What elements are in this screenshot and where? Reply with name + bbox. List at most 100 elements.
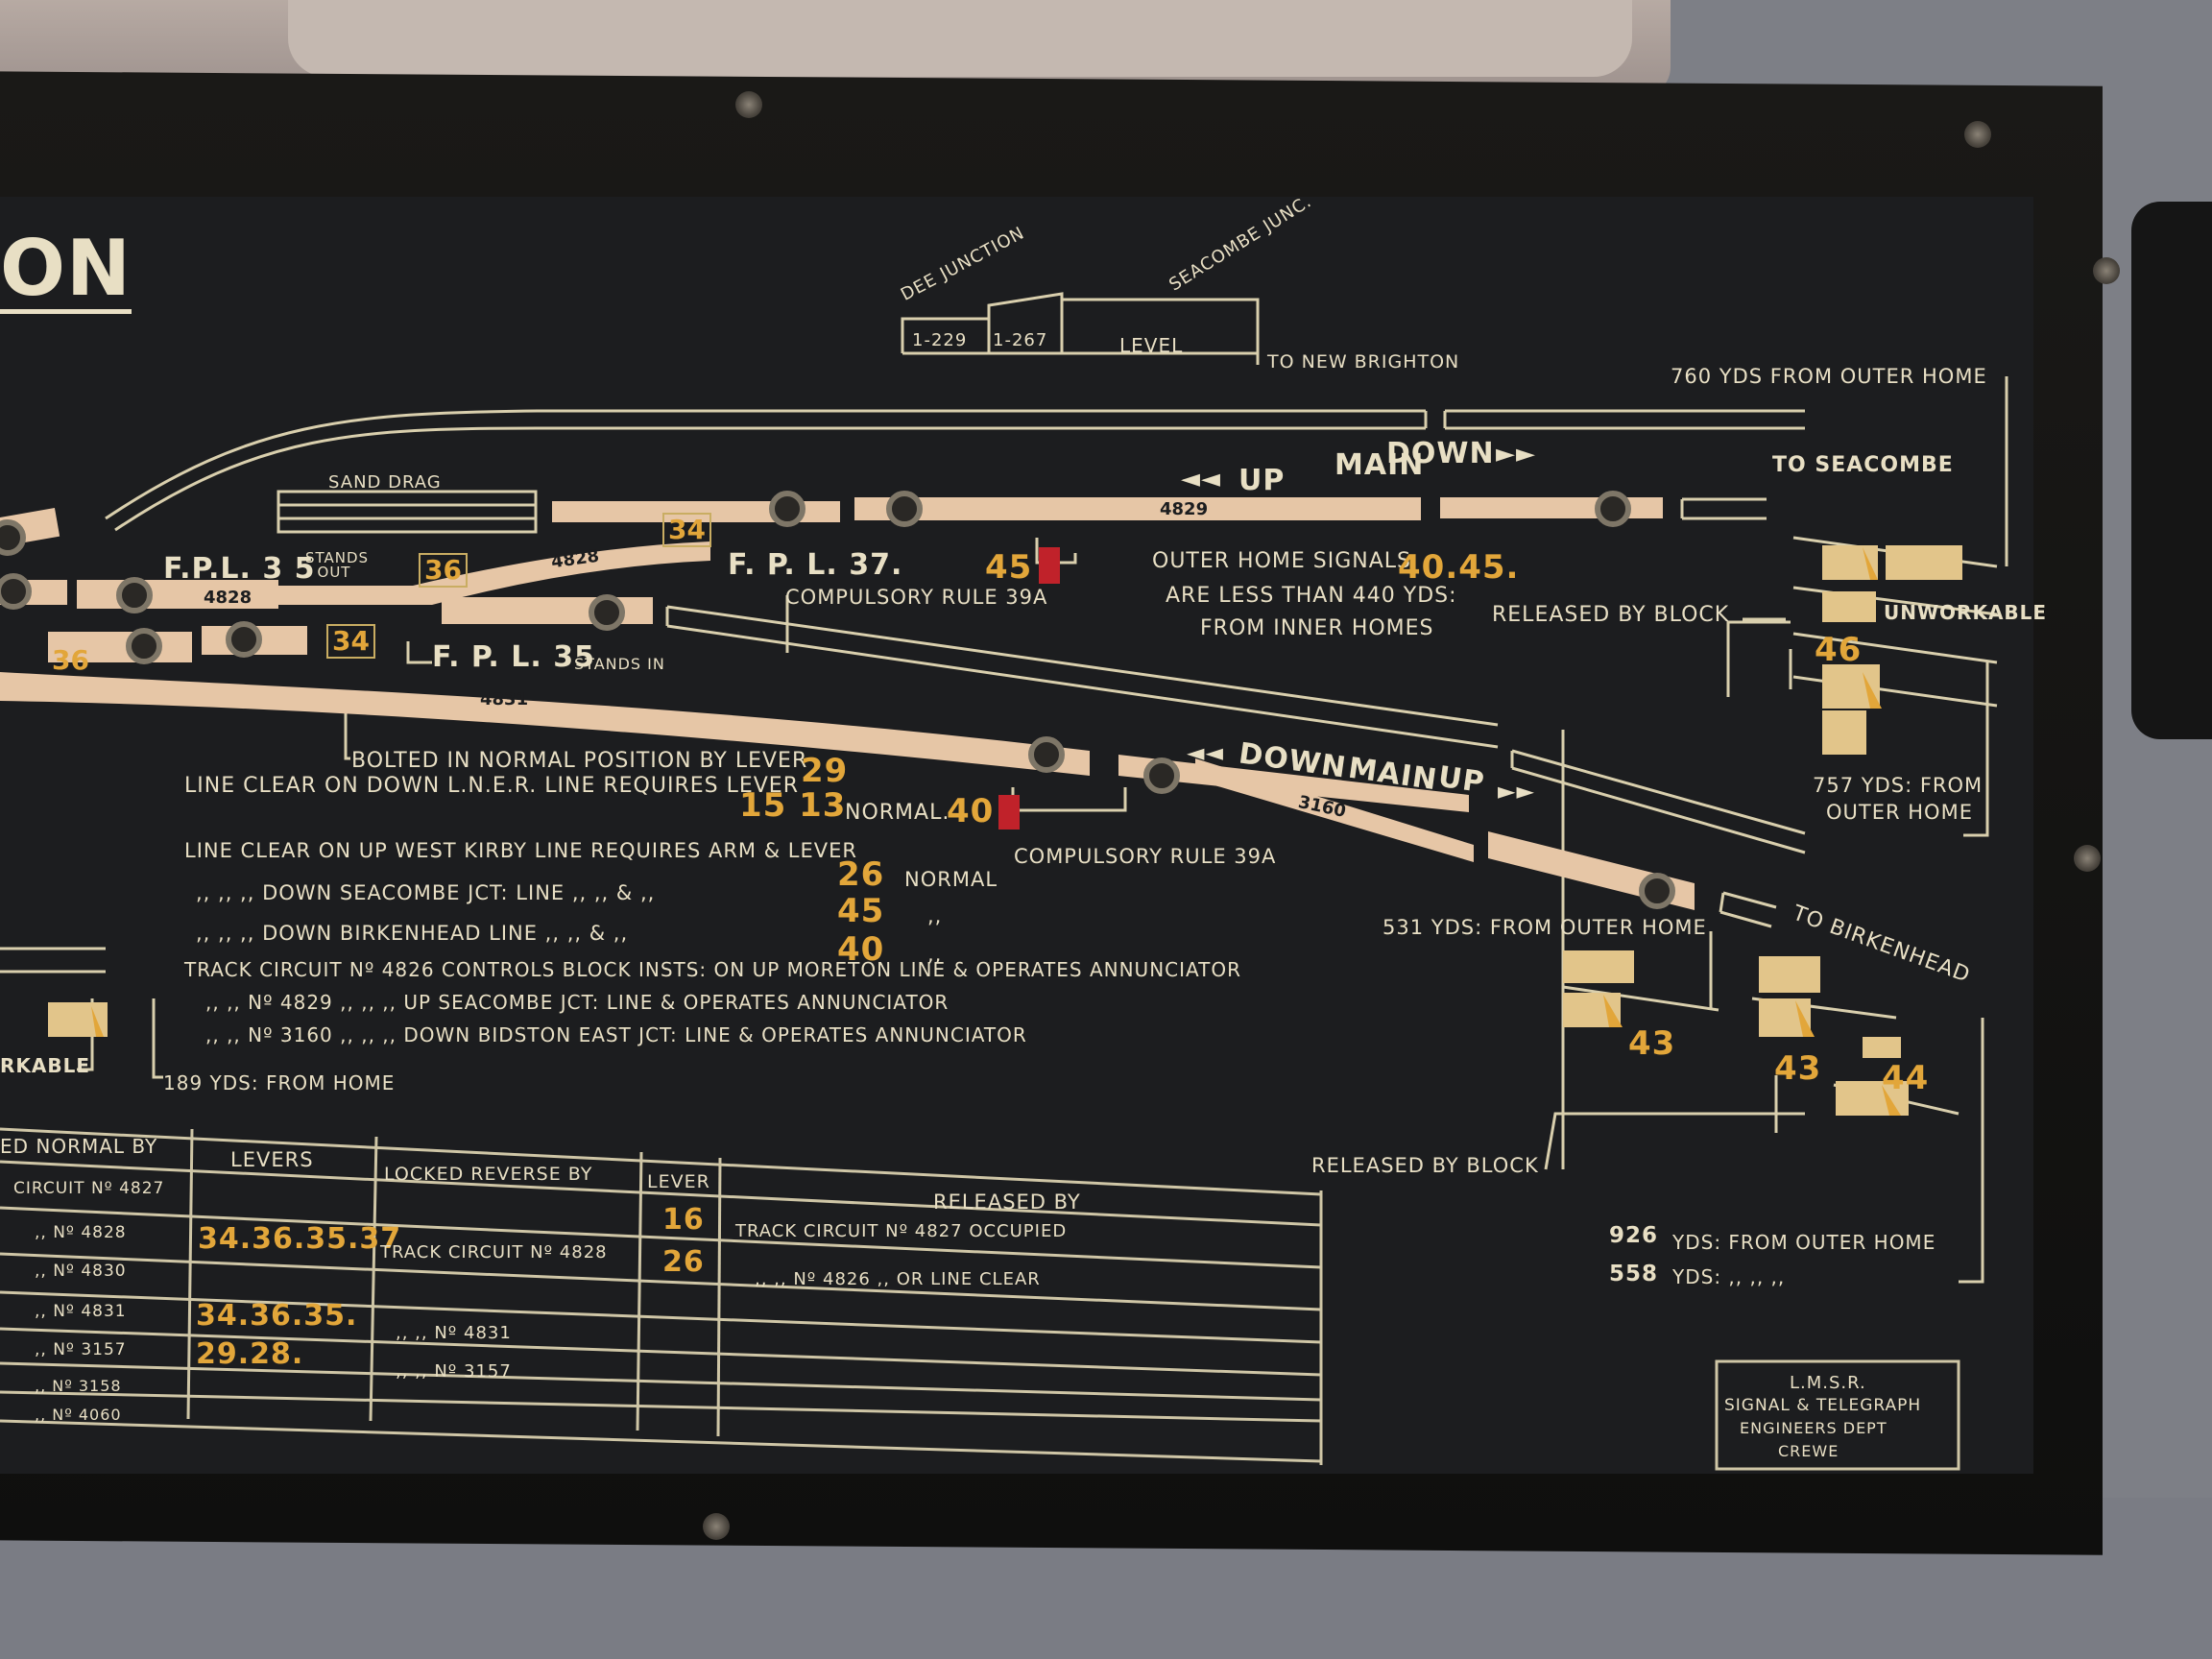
fpl35-top: F.P.L. 3 5 (163, 552, 316, 586)
table-header: LEVER (647, 1171, 710, 1192)
table-cell: 34.36.35.37 (198, 1222, 402, 1256)
lever-36-top: 36 (419, 553, 468, 588)
west-kirby-text: LINE CLEAR ON UP WEST KIRBY LINE REQUIRE… (184, 839, 857, 862)
title-fragment: ON (0, 224, 132, 314)
signal-46: 46 (1815, 631, 1863, 669)
signal-43-b: 43 (1774, 1049, 1822, 1088)
table-cell: ,, Nº 4828 (35, 1223, 127, 1242)
gradient-cell: 1-229 (912, 330, 968, 350)
released-by-block-bottom: RELEASED BY BLOCK (1311, 1154, 1539, 1177)
table-cell: 34.36.35. (196, 1299, 358, 1333)
lever-34-mid: 34 (326, 624, 375, 659)
maker-line: ENGINEERS DEPT (1740, 1419, 1887, 1437)
outer-home-numbers: 40.45. (1398, 548, 1520, 587)
down-label-top: DOWN (1386, 437, 1495, 470)
table-cell: ,, Nº 4830 (35, 1262, 127, 1281)
lever-36-left: 36 (52, 644, 89, 676)
main-label-top: MAIN (1334, 448, 1425, 482)
track-circuit-4831: 4831 (480, 689, 529, 709)
outer-home-text-1: OUTER HOME SIGNALS (1152, 549, 1412, 573)
compulsory-rule-bottom: COMPULSORY RULE 39A (1014, 845, 1277, 868)
screw (2074, 845, 2101, 872)
up-label: UP (1238, 464, 1286, 497)
outer-home-text-2: ARE LESS THAN 440 YDS: (1166, 584, 1457, 608)
lner-normal: NORMAL. (845, 801, 950, 825)
bolted-lever: 29 (801, 752, 849, 790)
sand-drag-label: SAND DRAG (328, 472, 442, 493)
unworkable-left: RKABLE (0, 1054, 91, 1077)
distance-757-b: OUTER HOME (1826, 801, 1973, 824)
birkenhead-row: ,, ,, ,, DOWN BIRKENHEAD LINE ,, ,, & ,, (196, 922, 629, 945)
distance-531: 531 YDS: FROM OUTER HOME (1382, 916, 1707, 939)
birkenhead-lever: 40 (837, 930, 885, 969)
track-circuit-3160-text: ,, ,, Nº 3160 ,, ,, ,, DOWN BIDSTON EAST… (205, 1023, 1027, 1046)
birkenhead-ditto: ,, (927, 943, 943, 966)
seacombe-lever: 45 (837, 892, 885, 930)
table-cell: ,, Nº 4060 (35, 1406, 122, 1424)
maker-line: SIGNAL & TELEGRAPH (1724, 1396, 1922, 1415)
signal-44: 44 (1882, 1059, 1930, 1097)
table-cell: 26 (662, 1245, 705, 1279)
table-cell: ,, ,, Nº 3157 (396, 1361, 512, 1382)
arrow-right-icon: ►► (1496, 440, 1536, 469)
table-header: ED NORMAL BY (0, 1135, 158, 1158)
table-cell: 16 (662, 1203, 705, 1237)
track-circuit-4828-a: 4828 (204, 588, 252, 608)
lner-text: LINE CLEAR ON DOWN L.N.E.R. LINE REQUIRE… (184, 774, 799, 798)
released-by-block-top: RELEASED BY BLOCK (1492, 603, 1730, 627)
arrow-left-icon: ◄◄ (1181, 465, 1221, 493)
gradient-cell: 1-267 (993, 330, 1048, 350)
stands-out: STANDS OUT (305, 549, 370, 581)
distance-926: 926 (1609, 1223, 1659, 1248)
table-cell: ,, Nº 4831 (35, 1302, 127, 1321)
stands-in: STANDS IN (574, 655, 665, 673)
table-cell: CIRCUIT Nº 4827 (13, 1179, 165, 1198)
table-cell: TRACK CIRCUIT Nº 4828 (380, 1242, 608, 1262)
screw (2093, 257, 2120, 284)
chair-cushion (288, 0, 1632, 77)
unworkable-right: UNWORKABLE (1884, 601, 2048, 624)
table-cell: ,, ,, Nº 4826 ,, OR LINE CLEAR (755, 1269, 1041, 1289)
lever-34-top: 34 (662, 513, 711, 547)
fpl37: F. P. L. 37. (728, 548, 903, 582)
arrow-left-icon: ◄◄ (1187, 739, 1224, 766)
screw (703, 1513, 730, 1540)
distance-926-text: YDS: FROM OUTER HOME (1672, 1231, 1936, 1254)
table-cell: ,, ,, Nº 4831 (396, 1323, 512, 1343)
west-kirby-lever: 26 (837, 855, 885, 894)
track-circuit-4829: 4829 (1160, 499, 1209, 519)
screw (735, 91, 762, 118)
seacombe-ditto: ,, (927, 904, 943, 927)
table-cell: TRACK CIRCUIT Nº 4827 OCCUPIED (735, 1221, 1068, 1241)
up-label-bottom: UP (1435, 759, 1487, 801)
to-seacombe: TO SEACOMBE (1772, 453, 1954, 477)
track-circuit-4826-text: TRACK CIRCUIT Nº 4826 CONTROLS BLOCK INS… (184, 958, 1242, 981)
seacombe-row: ,, ,, ,, DOWN SEACOMBE JCT: LINE ,, ,, &… (196, 881, 656, 904)
distance-189: 189 YDS: FROM HOME (163, 1071, 396, 1094)
maker-line: L.M.S.R. (1790, 1373, 1866, 1393)
table-header: RELEASED BY (933, 1190, 1081, 1214)
gradient-cell: LEVEL (1119, 334, 1184, 357)
maker-line: CREWE (1778, 1442, 1839, 1460)
distance-760: 760 YDS FROM OUTER HOME (1671, 365, 1987, 388)
arrow-right-icon: ►► (1498, 778, 1535, 805)
signal-40: 40 (947, 792, 995, 830)
distance-757-a: 757 YDS: FROM (1813, 774, 1984, 797)
table-cell: ,, Nº 3157 (35, 1340, 127, 1359)
fpl35-bottom: F. P. L. 35 (432, 640, 595, 674)
lner-levers: 15 13 (739, 786, 847, 825)
speaker (2131, 202, 2212, 739)
distance-558: 558 (1609, 1262, 1659, 1286)
table-header: LOCKED REVERSE BY (384, 1164, 593, 1185)
track-circuit-4829-text: ,, ,, Nº 4829 ,, ,, ,, UP SEACOMBE JCT: … (205, 991, 950, 1014)
signal-45: 45 (985, 548, 1033, 587)
table-cell: ,, Nº 3158 (35, 1377, 122, 1395)
signal-43-a: 43 (1628, 1024, 1676, 1063)
outer-home-text-3: FROM INNER HOMES (1200, 616, 1434, 640)
gradient-destination: TO NEW BRIGHTON (1267, 351, 1460, 373)
screw (1964, 121, 1991, 148)
west-kirby-normal: NORMAL (904, 868, 998, 891)
table-cell: 29.28. (196, 1337, 304, 1371)
bolted-text: BOLTED IN NORMAL POSITION BY LEVER (351, 749, 808, 773)
